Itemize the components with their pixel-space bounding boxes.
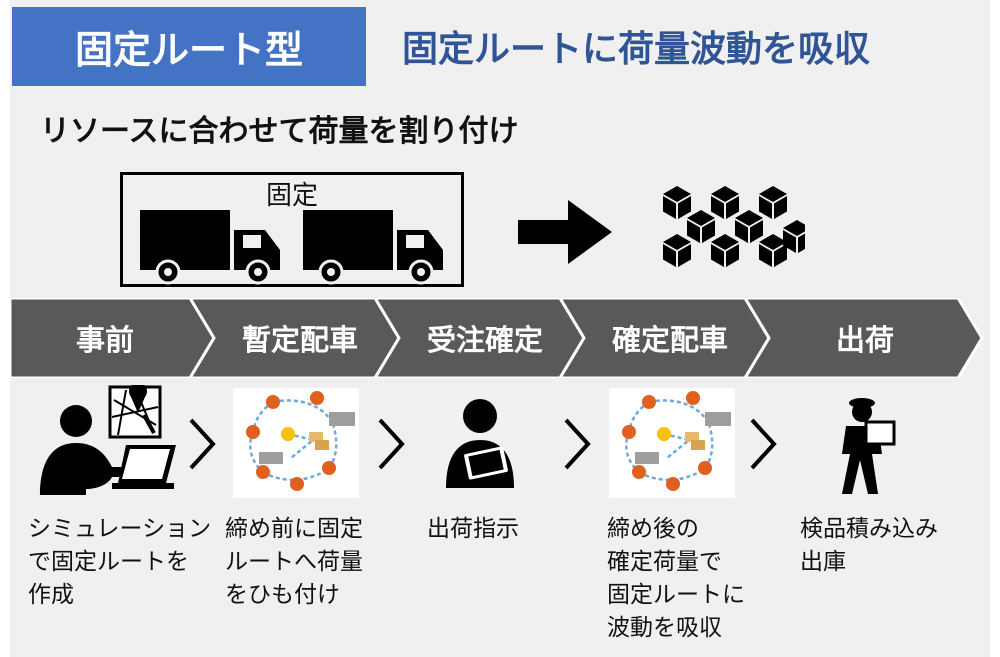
flow-arrow-4: [558, 298, 771, 378]
chevron-right-icon: [189, 418, 216, 470]
flow-step-label: 暫定配車: [241, 323, 358, 357]
step-description: 締め前に固定 ルートへ荷量 をひも付け: [225, 516, 363, 608]
step-description: 出荷指示: [427, 516, 519, 542]
arrow-right-icon: [518, 200, 612, 264]
route-network-icon: [233, 388, 359, 498]
flow-step-label: 受注確定: [426, 323, 543, 357]
route-network-icon: [609, 388, 735, 498]
flow-arrow-5: [743, 298, 984, 378]
flow-step-label: 確定配車: [611, 323, 728, 357]
step-description: 検品積み込み 出庫: [800, 516, 938, 575]
flow-arrow-2: [188, 298, 401, 378]
chevron-right-icon: [378, 418, 405, 470]
flow-arrows: [8, 298, 984, 378]
person-with-laptop-and-map-icon: [40, 385, 176, 495]
truck-icon: [303, 210, 443, 285]
type-tag: 固定ルート型: [12, 7, 366, 86]
fixed-label: 固定: [265, 181, 318, 211]
chevron-right-icon: [750, 418, 777, 470]
packages-icon: [663, 186, 805, 267]
headline: 固定ルートに荷量波動を吸収: [402, 29, 871, 70]
chevron-right-icon: [564, 418, 591, 470]
flow-step-label: 事前: [75, 323, 134, 357]
person-with-tablet-icon: [446, 399, 514, 488]
truck-icon: [140, 210, 280, 285]
delivery-person-icon: [842, 398, 896, 494]
fixed-resources-box: 固定: [120, 172, 464, 287]
step-description: 締め後の 確定荷量で 固定ルートに 波動を吸収: [607, 516, 745, 641]
subtitle: リソースに合わせて荷量を割り付け: [40, 114, 519, 149]
flow-arrow-3: [373, 298, 586, 378]
process-flow: 事前 暫定配車 受注確定 確定配車 出荷: [0, 298, 1000, 378]
flow-step-label: 出荷: [835, 323, 894, 357]
step-description: シミュレーション で固定ルートを 作成: [28, 516, 212, 608]
